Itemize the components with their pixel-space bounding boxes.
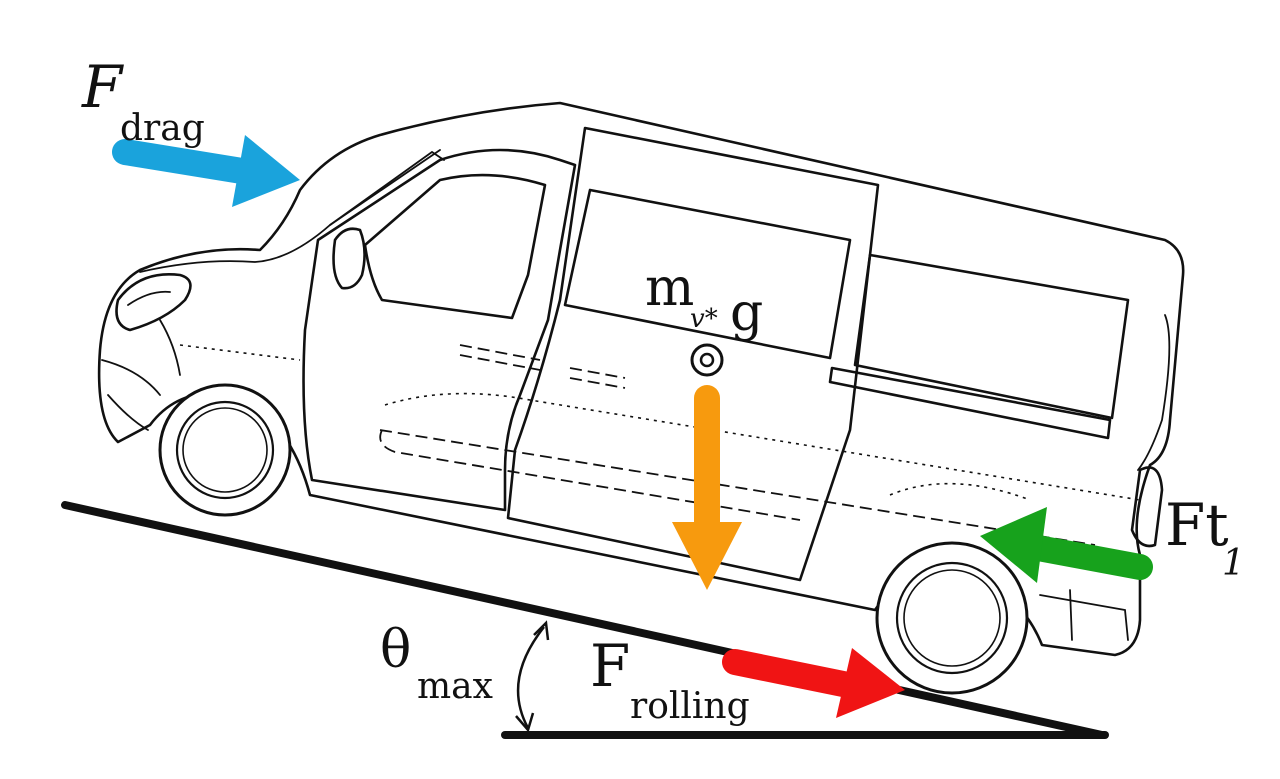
weight-label: m <box>645 258 694 318</box>
incline-slope-line <box>61 501 1106 739</box>
angle-label: θ <box>380 620 411 680</box>
van-headlight-inner <box>127 290 171 306</box>
angle-label-subscript: max <box>417 666 493 707</box>
van-front-bumper <box>101 319 181 431</box>
van <box>97 101 1185 695</box>
rolling-label: F <box>590 632 630 700</box>
center-of-gravity-marker <box>690 343 724 377</box>
weight-label-subscript: v* <box>690 304 718 334</box>
van-headlight <box>115 273 192 332</box>
van-tail-light <box>1130 466 1164 548</box>
van-body-dashed-line-2 <box>379 429 1096 546</box>
traction-label-subscript: 1 <box>1222 543 1245 584</box>
van-front-window <box>363 173 547 320</box>
van-side-mirror <box>332 227 366 290</box>
weight-force-arrow <box>672 385 742 590</box>
incline <box>61 501 1109 739</box>
van-door-dashed-line <box>379 429 801 521</box>
van-front-door <box>302 148 577 512</box>
van-body-dashed-line-1 <box>459 344 626 389</box>
van-rear-edge <box>1137 314 1171 471</box>
van-wheel-arch-dotted <box>889 482 1031 501</box>
drag-label: F <box>81 53 124 121</box>
van-rear-bumper <box>1039 589 1129 641</box>
van-windshield-edge <box>329 150 445 226</box>
van-hood-line <box>139 149 441 273</box>
van-front-wheel <box>158 383 292 517</box>
van-rear-window <box>853 253 1130 420</box>
drag-label-subscript: drag <box>120 108 205 149</box>
van-body-dotted-line-2 <box>179 344 301 361</box>
rolling-label-subscript: rolling <box>630 686 750 727</box>
traction-force-arrow <box>980 507 1153 583</box>
van-sliding-window <box>563 188 852 360</box>
van-body-dotted-line <box>384 392 1141 501</box>
drag-label-main: F <box>81 53 124 121</box>
van-side-rail <box>828 366 1112 440</box>
van-rear-wheel <box>875 541 1029 695</box>
angle-arc <box>515 620 550 733</box>
van-sliding-door <box>506 126 880 582</box>
traction-label: Ft <box>1165 491 1229 559</box>
rolling-force-arrow <box>722 648 905 718</box>
drag-force-arrow <box>112 135 300 207</box>
weight-label-g: g <box>730 283 763 343</box>
